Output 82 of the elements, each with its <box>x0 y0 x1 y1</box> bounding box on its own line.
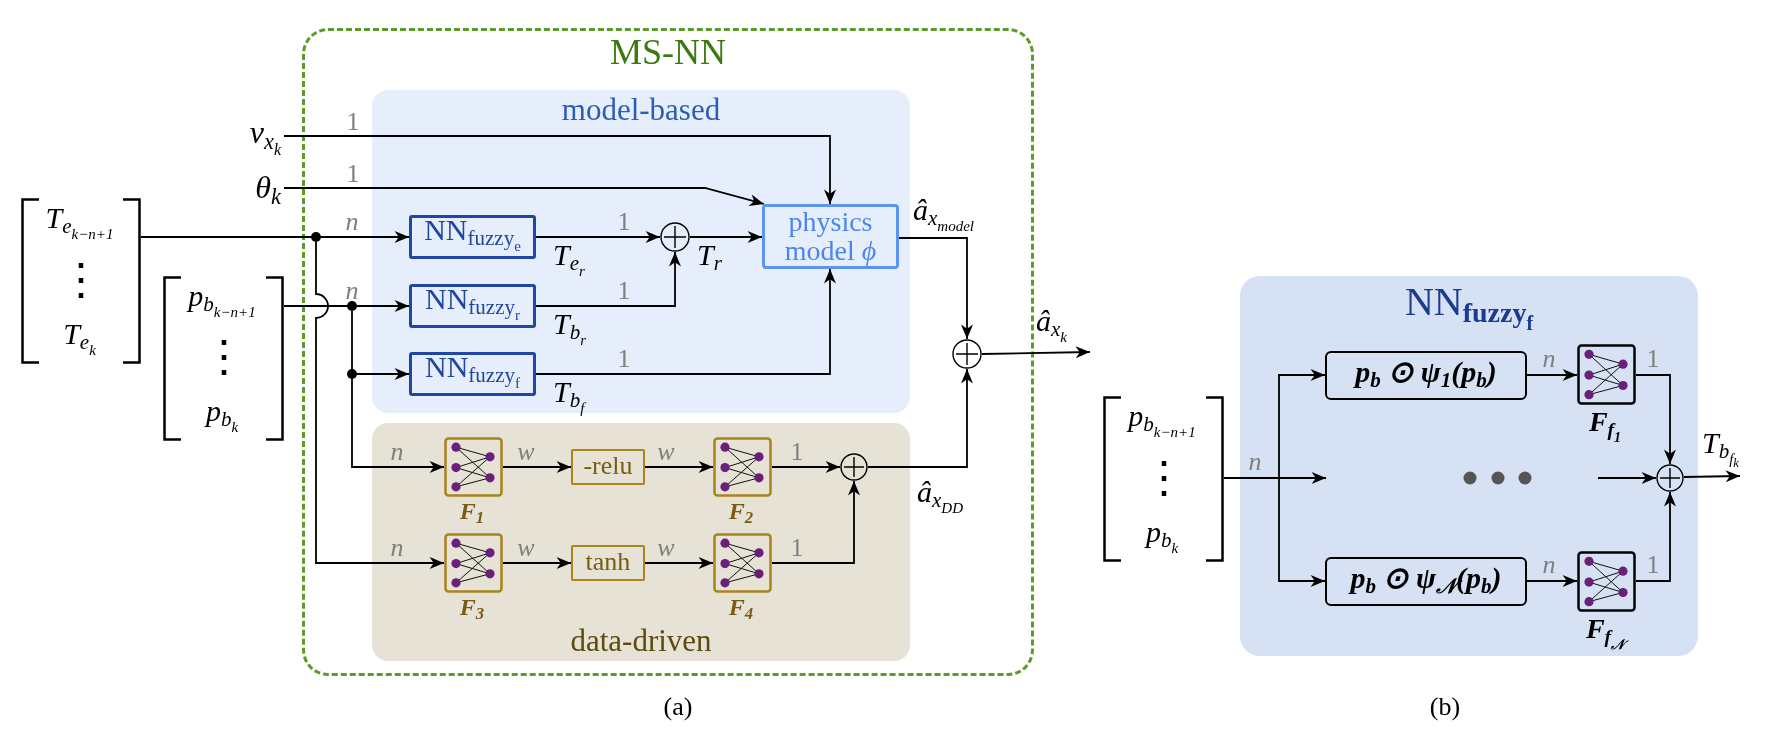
edge-label: 1 <box>346 160 360 189</box>
arrow <box>315 241 445 569</box>
edge-label: 1 <box>617 345 631 374</box>
arrow <box>502 557 572 569</box>
edge-label: w <box>657 534 676 563</box>
arrow <box>1526 575 1578 587</box>
connector-line <box>283 301 357 311</box>
arrow <box>689 231 763 243</box>
vertical-ellipsis: ⋮ <box>1141 455 1186 500</box>
summation-circle <box>660 222 690 252</box>
arrow <box>283 187 765 206</box>
edge-label: 1 <box>617 277 631 306</box>
panel-title: data-driven <box>570 623 712 659</box>
edge-label: w <box>517 534 536 563</box>
edge-label: n <box>390 534 405 563</box>
edge-label: w <box>657 438 676 467</box>
arrow <box>771 480 860 564</box>
process-box: physics model ϕ <box>762 204 899 269</box>
column-vector <box>21 198 141 364</box>
edge-label: n <box>345 277 360 306</box>
arrow <box>1683 470 1741 483</box>
dashed-container <box>302 28 1034 676</box>
edge-label: n <box>390 438 405 467</box>
arrow <box>771 461 841 473</box>
connector-line <box>140 232 321 242</box>
summation-circle <box>952 339 982 369</box>
connector-line <box>1223 477 1280 479</box>
panel-title: model-based <box>561 93 721 128</box>
arrow <box>535 268 836 375</box>
edge-label: 1 <box>1646 345 1660 374</box>
arrow <box>1278 477 1326 587</box>
arrow <box>867 368 973 468</box>
variable-label: θ$_{k}$ <box>255 168 284 208</box>
arrow <box>535 231 661 243</box>
summation-circle <box>840 453 868 481</box>
block-label: F$_{3}$ <box>459 594 486 623</box>
process-box: p$_{b}$ ⊙ ψ$_{1}$(p$_{b}$) <box>1325 351 1527 400</box>
arrow <box>644 557 714 569</box>
arrow <box>283 135 836 205</box>
column-vector <box>1103 396 1224 562</box>
block-label: F$_{1}$ <box>459 498 486 527</box>
arrow <box>981 346 1091 359</box>
arrow <box>1278 472 1327 484</box>
vertical-ellipsis: ⋮ <box>201 335 246 379</box>
process-box: -relu <box>571 449 645 485</box>
block-label: F$_{2}$ <box>728 498 755 527</box>
process-box: p$_{b}$ ⊙ ψ$_{𝒩}$(p$_{b}$) <box>1325 557 1527 606</box>
edge-label: n <box>1542 551 1557 580</box>
arrow <box>1278 369 1326 479</box>
edge-label: 1 <box>346 108 360 137</box>
edge-label: n <box>1248 448 1263 477</box>
column-vector <box>163 276 284 441</box>
vertical-ellipsis: ⋮ <box>59 257 103 302</box>
edge-label: n <box>1542 345 1557 374</box>
edge-label: 1 <box>617 208 631 237</box>
arrow <box>1635 374 1676 465</box>
process-box: tanh <box>571 545 645 581</box>
arrow <box>1526 369 1578 381</box>
arrow <box>502 461 572 473</box>
edge-label: n <box>345 208 360 237</box>
edge-label: 1 <box>790 534 804 563</box>
container-title: MS-NN <box>610 33 726 73</box>
arrow <box>644 461 714 473</box>
arrow <box>356 368 410 380</box>
connector-line <box>347 310 357 379</box>
arrow <box>1597 472 1657 484</box>
edge-label: 1 <box>790 438 804 467</box>
block-label: F$_{4}$ <box>728 594 755 623</box>
arrow <box>898 237 973 340</box>
arrow <box>535 251 681 307</box>
subfigure-label: (a) <box>663 692 693 722</box>
arrow <box>351 378 445 473</box>
edge-label: 1 <box>1646 551 1660 580</box>
signal-label: T$_{r}$ <box>697 238 723 275</box>
edge-label: w <box>517 438 536 467</box>
panel <box>1240 276 1698 656</box>
panel <box>372 423 910 661</box>
arrow <box>320 231 410 243</box>
subfigure-label: (b) <box>1429 692 1461 722</box>
arrow <box>1635 491 1676 582</box>
summation-circle <box>1656 464 1684 492</box>
arrow <box>356 300 410 312</box>
